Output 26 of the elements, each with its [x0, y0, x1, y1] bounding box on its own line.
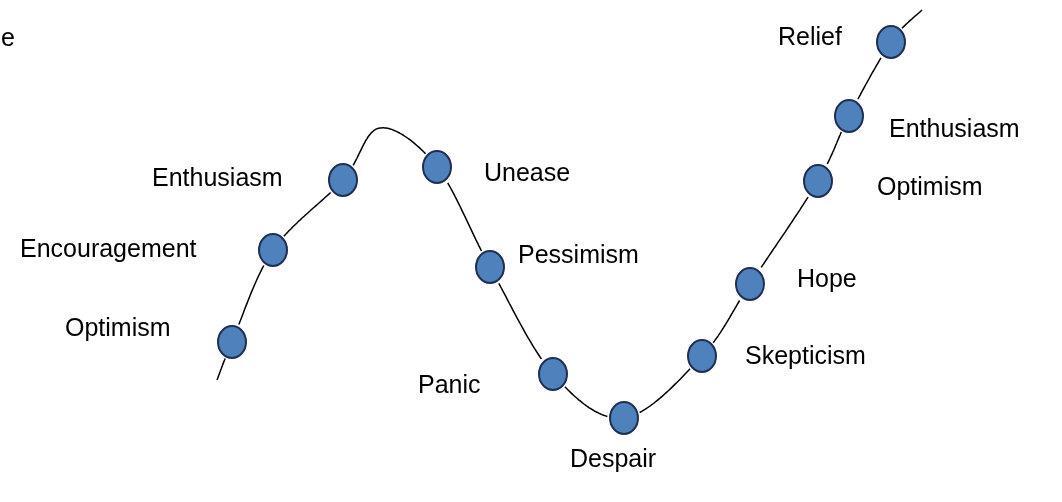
curve-segment: [216, 357, 226, 381]
curve-segment: [901, 9, 923, 30]
curve-segment: [498, 282, 543, 360]
stage-label: Skepticism: [745, 340, 866, 370]
stage-label: Unease: [484, 157, 571, 187]
curve-segment: [712, 299, 741, 344]
stage-label: Pessimism: [518, 239, 639, 269]
stage-label: Enthusiasm: [152, 162, 283, 192]
stage-label: Optimism: [877, 171, 983, 201]
curve-segment: [638, 368, 691, 414]
curve-segment: [857, 57, 882, 100]
stage-label: Despair: [570, 443, 657, 473]
curve-segment: [826, 131, 843, 165]
curve-segment: [760, 196, 809, 269]
curve-segment: [446, 182, 483, 252]
stage-label: Optimism: [65, 312, 171, 342]
stage-label: Encouragement: [20, 233, 197, 263]
curve-segment: [564, 386, 609, 418]
stage-label: Hope: [797, 263, 857, 293]
stage-label: Panic: [418, 369, 481, 399]
stage-label: Enthusiasm: [889, 113, 1020, 143]
curve-segment: [283, 191, 332, 237]
cut-off-text: e: [1, 22, 15, 52]
curve-segment: [238, 264, 265, 326]
curve-segment: [352, 127, 427, 167]
stage-label: Relief: [778, 21, 842, 51]
